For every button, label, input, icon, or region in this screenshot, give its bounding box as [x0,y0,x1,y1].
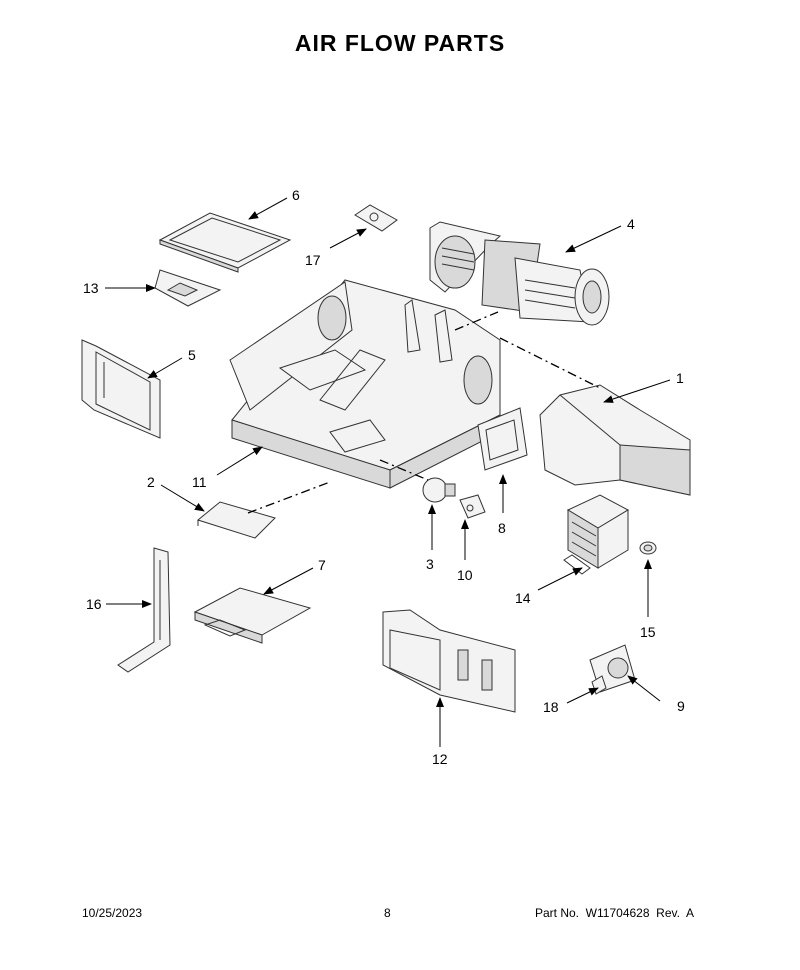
footer-date: 10/25/2023 [82,906,143,920]
part-14-transformer[interactable] [563,494,630,575]
leader-lines [105,197,671,747]
callout-16: 16 [86,596,102,612]
part-11-duct-housing[interactable] [229,279,501,489]
callout-4: 4 [627,216,635,232]
part-8-plate[interactable] [477,407,528,471]
callout-7: 7 [318,557,326,573]
part-13-damper[interactable] [154,269,222,307]
page-title: AIR FLOW PARTS [294,30,506,56]
callout-18: 18 [543,699,559,715]
part-15-thermostat[interactable] [639,541,657,555]
callout-10: 10 [457,567,473,583]
callout-5: 5 [188,347,196,363]
part-4-blower-motor[interactable] [429,221,610,326]
callout-15: 15 [640,624,656,640]
callout-8: 8 [498,520,506,536]
footer-part-number: Part No. W11704628 Rev. A [535,906,694,920]
part-2-cover[interactable] [196,501,276,539]
callout-11: 11 [192,474,207,490]
part-6-filter[interactable] [158,212,292,273]
callout-3: 3 [426,556,434,572]
callout-2: 2 [147,474,155,490]
part-16-bracket[interactable] [117,547,171,673]
callout-12: 12 [432,751,448,767]
part-10-socket[interactable] [459,494,486,519]
callout-13: 13 [83,280,99,296]
callout-1: 1 [676,370,684,386]
callout-9: 9 [677,698,685,714]
part-5-bracket[interactable] [81,339,161,439]
footer-page-number: 8 [384,906,391,920]
callout-17: 17 [305,252,321,268]
part-12-rear-panel[interactable] [382,609,516,713]
part-7-base-plate[interactable] [193,587,312,644]
callout-6: 6 [292,187,300,203]
assembly-lines [247,311,601,514]
callout-14: 14 [515,590,531,606]
part-1-air-guide[interactable] [539,384,691,496]
part-3-lamp[interactable] [422,477,456,503]
callout-labels: 1 2 3 4 5 6 7 8 9 10 11 12 13 14 15 16 1… [83,187,685,767]
part-17-card[interactable] [354,204,398,232]
